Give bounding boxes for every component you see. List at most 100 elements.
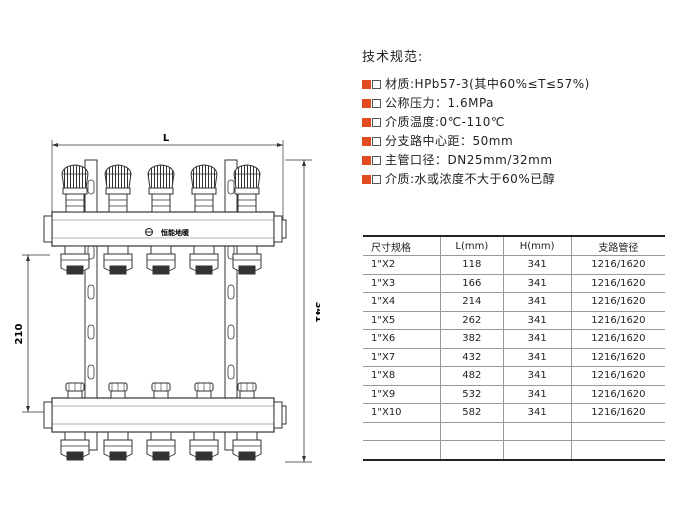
- cell-l: 214: [440, 292, 504, 312]
- return-outlet-fitting: [189, 431, 219, 461]
- return-outlet-fitting: [146, 431, 176, 461]
- spec-item-text: 介质温度:0℃-110℃: [385, 115, 505, 129]
- spec-item-text: 介质:水或浓度不大于60%已醇: [385, 172, 556, 186]
- open-square-bullet-icon: [372, 99, 381, 108]
- return-valve-cap: [194, 382, 214, 399]
- filled-square-bullet-icon: [362, 118, 371, 127]
- spec-list: 材质:HPb57-3(其中60%≤T≤57%) 公称压力：1.6MPa 介质温度:0…: [362, 75, 682, 189]
- cell-branch: [571, 440, 665, 461]
- filled-square-bullet-icon: [362, 156, 371, 165]
- cell-branch: [571, 422, 665, 441]
- open-square-bullet-icon: [372, 175, 381, 184]
- cell-branch: 1216/1620: [571, 255, 665, 275]
- return-valve-cap: [237, 382, 257, 399]
- valve-handwheel: [104, 164, 132, 213]
- col-header-size: 尺寸规格: [363, 235, 442, 256]
- spec-item: 介质温度:0℃-110℃: [362, 113, 682, 132]
- cell-size: 1"X2: [363, 255, 442, 275]
- cell-l: 432: [440, 348, 504, 367]
- filled-square-bullet-icon: [362, 137, 371, 146]
- cell-l: 482: [440, 366, 504, 386]
- return-valve-cap: [108, 382, 128, 399]
- cell-l: [440, 422, 504, 441]
- spec-item: 公称压力：1.6MPa: [362, 94, 682, 113]
- dimension-210-label: 210: [14, 324, 25, 345]
- cell-branch: 1216/1620: [571, 274, 665, 293]
- return-outlet-fitting: [103, 431, 133, 461]
- brand-logo-icon: [145, 228, 153, 236]
- cell-l: 582: [440, 403, 504, 423]
- supply-outlet-fitting: [60, 245, 90, 275]
- cell-branch: 1216/1620: [571, 311, 665, 330]
- cell-branch: 1216/1620: [571, 385, 665, 404]
- open-square-bullet-icon: [372, 156, 381, 165]
- cell-h: 341: [503, 292, 572, 312]
- manifold-technical-drawing: L 210 341: [14, 133, 320, 463]
- cell-size: 1"X6: [363, 329, 442, 349]
- technical-specification: 技术规范: 材质:HPb57-3(其中60%≤T≤57%) 公称压力：1.6MPa…: [362, 46, 682, 189]
- return-outlet-fitting: [60, 431, 90, 461]
- cell-h: 341: [503, 329, 572, 349]
- supply-outlet-fitting: [146, 245, 176, 275]
- open-square-bullet-icon: [372, 118, 381, 127]
- open-square-bullet-icon: [372, 137, 381, 146]
- cell-h: [503, 440, 572, 461]
- spec-item-text: 公称压力：1.6MPa: [385, 96, 494, 110]
- cell-l: 166: [440, 274, 504, 293]
- col-header-branch: 支路管径: [571, 235, 665, 256]
- supply-manifold-bar: 恒能地暖: [43, 211, 287, 247]
- table-row: [363, 440, 665, 461]
- spec-item: 分支路中心距：50mm: [362, 132, 682, 151]
- supply-outlet-fitting: [103, 245, 133, 275]
- cell-branch: 1216/1620: [571, 366, 665, 386]
- spec-item-text: 主管口径：DN25mm/32mm: [385, 153, 553, 167]
- supply-outlet-fitting: [232, 245, 262, 275]
- spec-title: 技术规范:: [362, 50, 424, 65]
- cell-l: 382: [440, 329, 504, 349]
- cell-l: [440, 440, 504, 461]
- cell-size: 1"X5: [363, 311, 442, 330]
- filled-square-bullet-icon: [362, 99, 371, 108]
- cell-size: 1"X4: [363, 292, 442, 312]
- cell-l: 118: [440, 255, 504, 275]
- cell-h: 341: [503, 348, 572, 367]
- filled-square-bullet-icon: [362, 80, 371, 89]
- cell-size: [363, 440, 442, 461]
- dimension-341-label: 341: [313, 302, 320, 323]
- valve-handwheel: [61, 164, 89, 213]
- dimension-l: L: [51, 133, 284, 225]
- valve-handwheel: [147, 164, 175, 213]
- cell-size: [363, 422, 442, 441]
- cell-h: [503, 422, 572, 441]
- cell-size: 1"X3: [363, 274, 442, 293]
- valve-handwheel: [190, 164, 218, 213]
- cell-h: 341: [503, 403, 572, 423]
- return-valve-cap: [65, 382, 85, 399]
- cell-size: 1"X8: [363, 366, 442, 386]
- spec-item: 材质:HPb57-3(其中60%≤T≤57%): [362, 75, 682, 94]
- cell-l: 532: [440, 385, 504, 404]
- cell-h: 341: [503, 255, 572, 275]
- cell-size: 1"X9: [363, 385, 442, 404]
- table-row: [363, 422, 665, 441]
- return-manifold-bar: [43, 397, 287, 433]
- return-outlet-fitting: [232, 431, 262, 461]
- cell-h: 341: [503, 385, 572, 404]
- cell-branch: 1216/1620: [571, 348, 665, 367]
- size-table-header-row: 尺寸规格 L(mm) H(mm) 支路管径: [363, 235, 665, 256]
- cell-h: 341: [503, 366, 572, 386]
- return-valve-cap: [151, 382, 171, 399]
- spec-item: 介质:水或浓度不大于60%已醇: [362, 170, 682, 189]
- dimension-l-label: L: [163, 133, 170, 144]
- valve-handwheel: [233, 164, 261, 213]
- cell-h: 341: [503, 311, 572, 330]
- spec-item-text: 分支路中心距：50mm: [385, 134, 514, 148]
